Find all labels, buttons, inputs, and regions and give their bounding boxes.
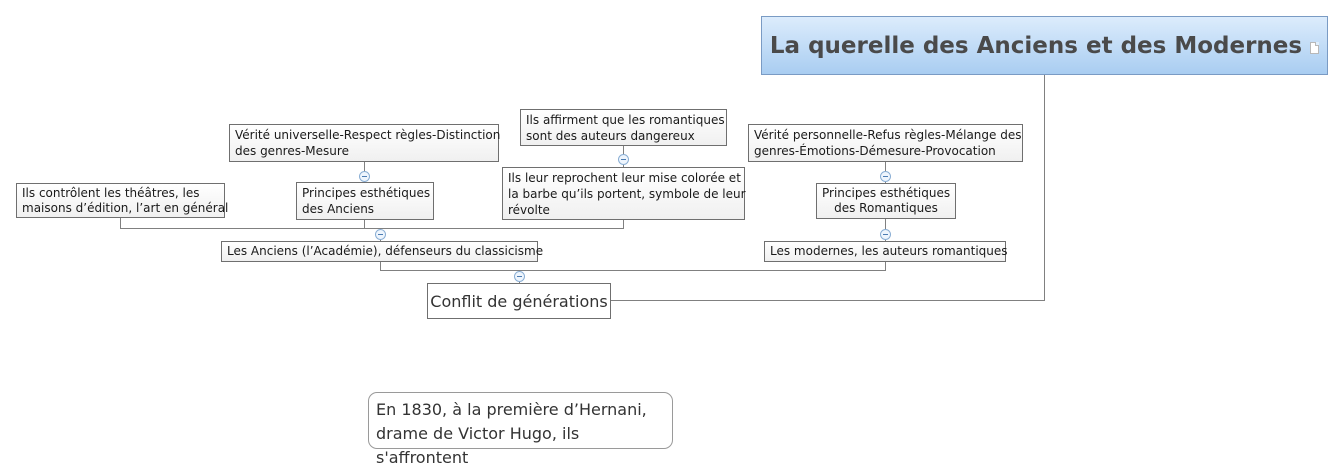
floating-topic-line: En 1830, à la première d’Hernani,: [376, 400, 647, 419]
topic-affirment-line: sont des auteurs dangereux: [526, 129, 695, 143]
topic-verite-personnelle-line: Vérité personnelle-Refus règles-Mélange …: [754, 128, 1022, 142]
topic-modernes[interactable]: Les modernes, les auteurs romantiques: [764, 241, 1008, 262]
collapse-toggle-principes-romantiques[interactable]: [880, 171, 891, 182]
topic-principes-romantiques-line: des Romantiques: [834, 201, 938, 215]
collapse-toggle-main[interactable]: [514, 271, 525, 282]
topic-controle-line: maisons d’édition, l’art en général: [22, 201, 229, 215]
topic-verite-universelle-line: Vérité universelle-Respect règles-Distin…: [235, 128, 501, 142]
topic-verite-universelle[interactable]: Vérité universelle-Respect règles-Distin…: [229, 124, 501, 162]
topic-principes-romantiques[interactable]: Principes esthétiques des Romantiques: [816, 183, 956, 219]
topic-verite-personnelle[interactable]: Vérité personnelle-Refus règles-Mélange …: [748, 124, 1023, 162]
topic-principes-anciens[interactable]: Principes esthétiques des Anciens: [296, 182, 434, 220]
topic-verite-universelle-line: des genres-Mesure: [235, 144, 349, 158]
main-topic-conflit[interactable]: Conflit de générations: [427, 283, 611, 319]
topic-anciens-label: Les Anciens (l’Académie), défenseurs du …: [227, 244, 544, 258]
connector-root-main: [611, 75, 1045, 301]
central-topic-title: La querelle des Anciens et des Modernes: [769, 32, 1303, 59]
collapse-toggle-reproche[interactable]: [618, 154, 629, 165]
connector-main-bracket: [380, 262, 886, 283]
topic-affirment-line: Ils affirment que les romantiques: [526, 113, 725, 127]
collapse-toggle-principes-anciens[interactable]: [359, 171, 370, 182]
collapse-toggle-anciens[interactable]: [375, 229, 386, 240]
topic-reproche-line: révolte: [508, 203, 550, 217]
connector-anciens-bracket: [120, 218, 624, 241]
note-icon[interactable]: [1310, 41, 1320, 54]
central-topic[interactable]: La querelle des Anciens et des Modernes: [761, 16, 1328, 75]
topic-modernes-label: Les modernes, les auteurs romantiques: [770, 244, 1008, 258]
floating-topic-line: drame de Victor Hugo, ils s'affrontent: [376, 424, 580, 467]
topic-principes-anciens-line: des Anciens: [302, 202, 375, 216]
collapse-toggle-modernes[interactable]: [880, 229, 891, 240]
topic-affirment[interactable]: Ils affirment que les romantiques sont d…: [520, 109, 727, 146]
topic-principes-romantiques-line: Principes esthétiques: [822, 186, 951, 200]
topic-verite-personnelle-line: genres-Émotions-Démesure-Provocation: [754, 144, 996, 158]
topic-controle[interactable]: Ils contrôlent les théâtres, les maisons…: [16, 183, 229, 218]
topic-reproche-line: la barbe qu’ils portent, symbole de leur: [508, 187, 746, 201]
topic-principes-anciens-line: Principes esthétiques: [302, 186, 431, 200]
floating-topic-hernani[interactable]: En 1830, à la première d’Hernani, drame …: [368, 392, 673, 467]
main-topic-label: Conflit de générations: [430, 291, 608, 311]
topic-reproche-line: Ils leur reprochent leur mise colorée et: [508, 171, 741, 185]
topic-controle-line: Ils contrôlent les théâtres, les: [22, 186, 200, 200]
topic-reproche[interactable]: Ils leur reprochent leur mise colorée et…: [502, 167, 746, 220]
topic-anciens[interactable]: Les Anciens (l’Académie), défenseurs du …: [221, 241, 543, 262]
